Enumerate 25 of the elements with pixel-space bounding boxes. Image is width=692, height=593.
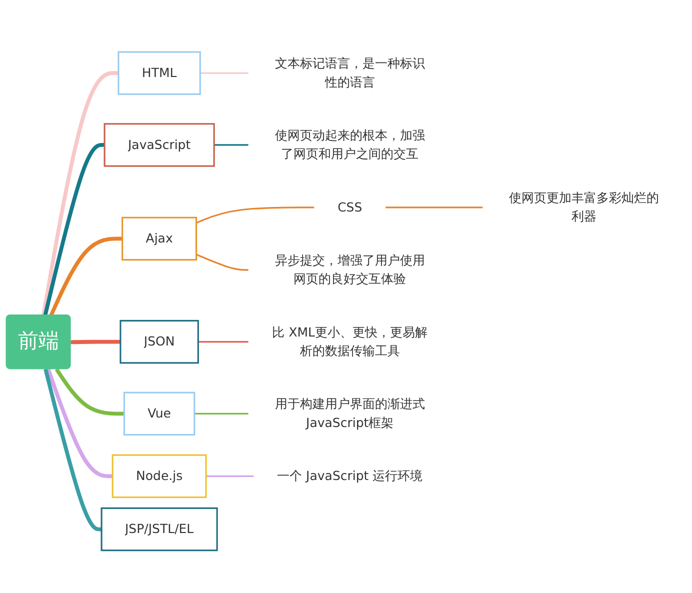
node-text: 使网页更加丰富多彩灿烂的利器 (509, 190, 660, 224)
connector (198, 341, 248, 343)
connector (46, 368, 113, 478)
connector (42, 71, 118, 316)
node-box: Node.js (112, 454, 207, 498)
node-text: 一个 JavaScript 运行环境 (277, 468, 423, 484)
node-text: 异步提交，增强了用户使用网页的良好交互体验 (274, 252, 425, 286)
connector (194, 412, 248, 414)
node-text: 用于构建用户界面的渐进式JavaScript框架 (274, 396, 425, 430)
node-text: 比 XML更小、更快，更易解析的数据传输工具 (272, 324, 428, 358)
node-text: CSS (338, 200, 362, 214)
connector (196, 254, 248, 271)
connector (206, 475, 254, 477)
node-box: HTML (118, 51, 201, 95)
connector (70, 340, 120, 344)
connector (49, 236, 122, 316)
node-box: Vue (123, 392, 196, 436)
connector (214, 144, 248, 146)
connector (200, 72, 248, 74)
node-text: 使网页动起来的根本，加强了网页和用户之间的交互 (274, 128, 425, 162)
connector (196, 206, 314, 224)
connector (54, 368, 124, 416)
node-text: 文本标记语言，是一种标识性的语言 (274, 56, 425, 90)
node-box: Ajax (122, 216, 198, 261)
connector (386, 206, 483, 208)
